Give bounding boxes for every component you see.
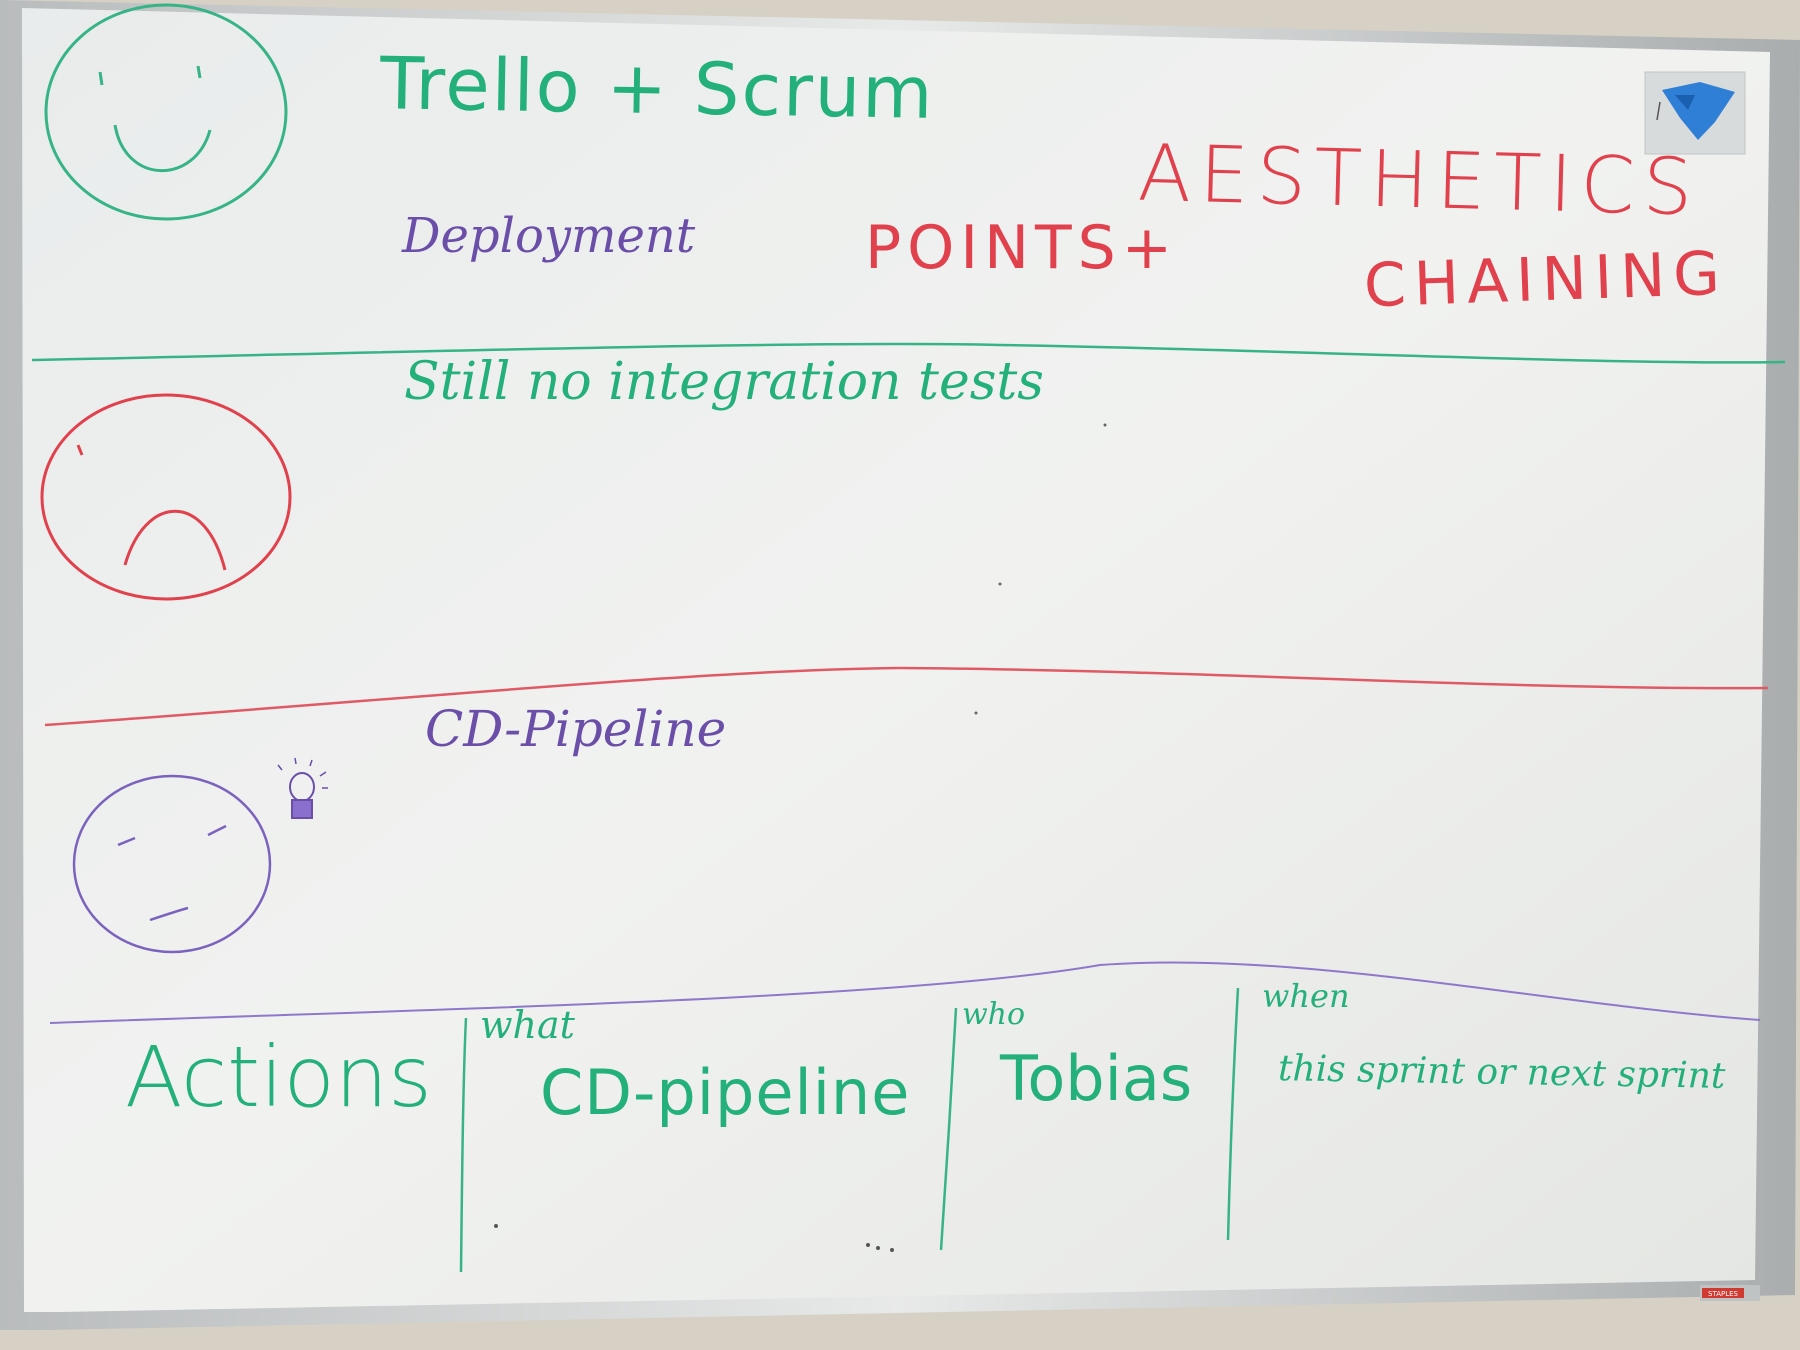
- actions-header-what: what: [480, 1003, 575, 1047]
- separator-line-green: [31, 342, 1786, 364]
- actions-value-who: Tobias: [1000, 1042, 1193, 1115]
- actions-value-what: CD-pipeline: [540, 1056, 911, 1129]
- sticker-logo-icon: [1644, 71, 1746, 155]
- good-item-deployment: Deployment: [402, 208, 696, 264]
- good-item-aesthetics: AESTHETICS: [1136, 128, 1702, 234]
- good-item-chaining: CHAINING: [1362, 238, 1729, 322]
- actions-header-when: when: [1262, 977, 1350, 1015]
- separator-line-red: [44, 666, 1769, 727]
- good-item-points: POINTS+: [865, 213, 1178, 283]
- ideas-item-cd-pipeline: CD-Pipeline: [425, 700, 727, 758]
- bad-item-integration-tests: Still no integration tests: [404, 352, 1044, 412]
- frowning-face-icon: [40, 393, 292, 601]
- lightbulb-icon: [277, 757, 328, 819]
- good-item-trello-scrum: Trello + Scrum: [379, 41, 936, 135]
- brand-tag: [1702, 1288, 1744, 1298]
- actions-value-when: this sprint or next sprint: [1277, 1048, 1726, 1097]
- actions-header-who: who: [962, 997, 1026, 1032]
- separator-line-purple: [49, 961, 1761, 1024]
- thinking-face-icon: [72, 774, 272, 954]
- smiley-face-icon: [44, 3, 288, 221]
- actions-column-divider-1: [459, 1017, 468, 1273]
- brand-label: STAPLES: [1708, 1290, 1739, 1298]
- actions-heading: Actions: [125, 1028, 432, 1126]
- actions-column-divider-2: [939, 1007, 958, 1251]
- board-surface: [22, 8, 1770, 1312]
- actions-column-divider-3: [1226, 987, 1240, 1241]
